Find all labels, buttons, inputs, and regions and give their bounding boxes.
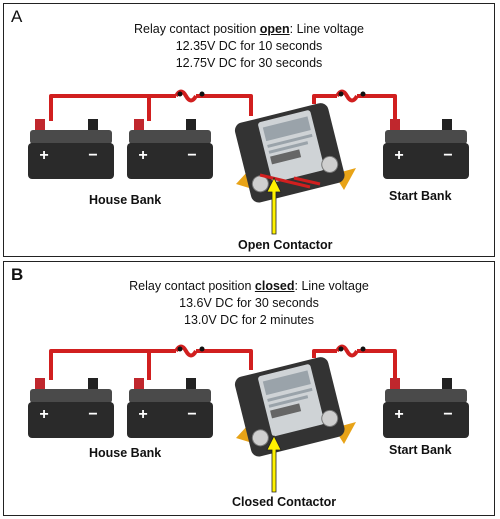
- fuse-clip-icon: [360, 346, 366, 352]
- svg-text:−: −: [88, 406, 97, 423]
- fuse-clip-icon: [338, 91, 344, 97]
- arrow-icon: [266, 177, 282, 235]
- fuse-clip-icon: [199, 91, 205, 97]
- caption-line-1: Relay contact position closed: Line volt…: [4, 278, 494, 294]
- svg-text:−: −: [187, 406, 196, 423]
- wiring-harness: [49, 89, 397, 122]
- panel-open-contactor: A Relay contact position open: Line volt…: [3, 3, 495, 257]
- house-to-relay-wire: [196, 349, 253, 370]
- start-bank-label: Start Bank: [389, 189, 452, 203]
- svg-text:+: +: [394, 147, 403, 164]
- caption-line-2: 12.35V DC for 10 seconds: [175, 39, 323, 53]
- svg-text:+: +: [39, 406, 48, 423]
- fuse-clip-icon: [177, 91, 183, 97]
- caption-line-1: Relay contact position open: Line voltag…: [4, 21, 494, 37]
- house-bank-label: House Bank: [89, 446, 162, 460]
- caption-line-3: 12.75V DC for 30 seconds: [175, 56, 323, 70]
- start-battery-icon: + −: [383, 378, 469, 438]
- start-battery-icon: + −: [383, 119, 469, 179]
- contact-gap-line-right: [293, 176, 321, 186]
- caption-keyword: open: [259, 22, 290, 36]
- contactor-label: Closed Contactor: [232, 495, 337, 509]
- relay-to-start-wire: [312, 94, 337, 104]
- house-to-relay-wire: [196, 94, 253, 116]
- svg-text:+: +: [394, 406, 403, 423]
- relay-icon: [234, 103, 356, 203]
- house-bank-link-wire: [49, 94, 151, 121]
- caption-keyword: closed: [254, 279, 295, 293]
- caption-suffix: : Line voltage: [289, 22, 364, 36]
- panel-closed-contactor: B Relay contact position closed: Line vo…: [3, 261, 495, 516]
- house-battery-2-icon: + −: [127, 119, 213, 179]
- contact-gap-line-left: [259, 173, 311, 189]
- arrow-icon: [266, 435, 282, 493]
- svg-text:+: +: [138, 406, 147, 423]
- svg-text:+: +: [138, 147, 147, 164]
- start-bank-label: Start Bank: [389, 443, 452, 457]
- house-bank-link-wire: [49, 349, 151, 380]
- caption-line-3: 13.0V DC for 2 minutes: [184, 313, 314, 327]
- caption-prefix: Relay contact position: [134, 22, 260, 36]
- svg-text:+: +: [39, 147, 48, 164]
- fuse-clip-icon: [360, 91, 366, 97]
- panel-letter: B: [11, 265, 24, 284]
- relay-icon: [234, 357, 356, 457]
- house-battery-2-icon: + −: [127, 378, 213, 438]
- caption-line-2: 13.6V DC for 30 seconds: [179, 296, 319, 310]
- contactor-label: Open Contactor: [238, 238, 333, 252]
- fuse-clip-icon: [338, 346, 344, 352]
- svg-text:−: −: [187, 147, 196, 164]
- wiring-diagram: + − + − + −: [28, 344, 469, 493]
- fuse-clip-icon: [199, 346, 205, 352]
- start-feed-wire: [357, 94, 397, 122]
- relay-to-start-wire: [312, 349, 337, 358]
- panel-letter: A: [11, 7, 23, 26]
- start-feed-wire: [357, 349, 397, 380]
- wiring-diagram: + − + − + −: [28, 89, 469, 235]
- svg-text:−: −: [443, 147, 452, 164]
- caption-prefix: Relay contact position: [129, 279, 255, 293]
- caption-suffix: : Line voltage: [294, 279, 369, 293]
- wiring-harness: [49, 344, 397, 380]
- svg-text:−: −: [88, 147, 97, 164]
- house-battery-1-icon: + −: [28, 119, 114, 179]
- fuse-clip-icon: [177, 346, 183, 352]
- svg-text:−: −: [443, 406, 452, 423]
- house-battery-1-icon: + −: [28, 378, 114, 438]
- house-bank-label: House Bank: [89, 193, 162, 207]
